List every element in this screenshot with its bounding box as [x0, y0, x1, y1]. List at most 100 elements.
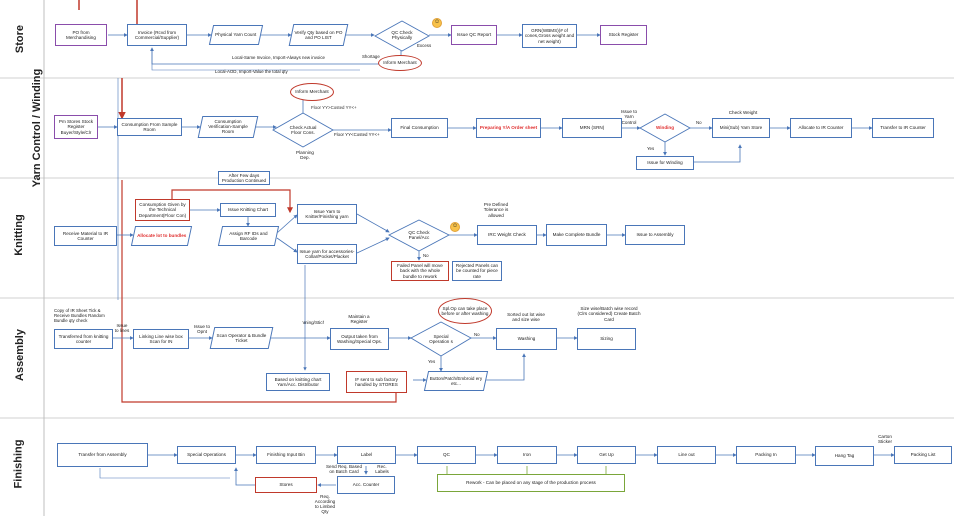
node-hang-tag: Hang Tag [815, 446, 874, 466]
node-verify-qty: Verify Qty based on PO and PO LIST [288, 24, 349, 46]
node-receive-material: Receive Material to IR Counter [54, 226, 117, 246]
node-allocate-lot: Allocate lot to bundles [130, 226, 193, 246]
diamond-qc-check [374, 20, 430, 52]
node-consumption-verification-label: Consumption Verification-Sample Room [208, 119, 248, 135]
node-iron: Iron [497, 446, 557, 464]
node-packing-list: Packing List [894, 446, 952, 464]
node-washing: Washing [496, 328, 557, 350]
node-planning: Planning Dep. [296, 149, 314, 160]
node-allocate-lot-label: Allocate lot to bundles [136, 233, 187, 239]
node-carton-sticker: Carton Sticker [877, 433, 893, 444]
node-scan-operator: Scan Operator & Bundle Ticket [209, 327, 274, 349]
node-send-req: Send Req. Based on Batch Card [325, 463, 362, 474]
node-po: PO from Merchandising [55, 24, 107, 46]
node-physical-count: Physical Yarn Count [208, 25, 264, 45]
node-issue-winding: Issue for Winding [636, 156, 694, 170]
node-failed-panel: Failed Panel will move back with the who… [391, 261, 449, 281]
node-rejected-panels: Rejected Panels can be counted for piece… [452, 261, 502, 281]
smiley-icon-knitting: ☺ [450, 222, 460, 232]
node-packing-in: Packing In [736, 446, 796, 464]
node-inform-merchant-yarn: Inform Merchant [290, 83, 334, 101]
node-based-on-chart: Based on knitting chart Yarn/Acc. Distri… [266, 373, 330, 391]
node-line-out: Line out [657, 446, 716, 464]
label-no-qc-panel: No [423, 253, 429, 258]
node-stores: Stores [255, 477, 317, 493]
label-no-winding: No [696, 120, 702, 125]
node-stock-register: Stock Register [600, 25, 647, 45]
node-inform-merchant-store: Inform Merchant [378, 55, 422, 71]
lane-label-yarn: Yarn Control / Winding [31, 68, 44, 188]
node-scan-operator-label: Scan Operator & Bundle Ticket [216, 332, 267, 343]
label-floor-yy-gt: Floor YY>Costed YY<+ [311, 105, 357, 110]
node-rework: Rework - Can be placed on any stage of t… [437, 474, 625, 492]
node-consumption-given: Consumption Given by the Technical Depar… [135, 199, 190, 221]
node-qc-check-panel: QC Check Panel/Acc [408, 229, 430, 240]
node-qc-report: Issue QC Report [451, 25, 497, 45]
node-irc-weight-check: IRC Weight Check [477, 225, 537, 245]
node-final-consumption: Final Consumption [391, 118, 448, 138]
label-shortage: Shortage [362, 54, 380, 59]
node-pm-stores: Pm Stores Stock Register Buyer/Style/Clr [54, 115, 98, 139]
node-issue-assembly: Issue to Assembly [625, 225, 685, 245]
node-issue-to-lines: Issue to lines [114, 322, 130, 333]
label-yes-winding: Yes [647, 146, 655, 151]
label-local-same-invoice: Local-Same Invoice, Import-Always new in… [232, 55, 325, 60]
label-excess: Excess [417, 43, 432, 48]
lane-label-store: Store [14, 24, 27, 54]
node-transfer-assembly: Transfer from Assembly [57, 443, 148, 467]
node-issue-yarn-control: Issue to Yarn Control [620, 109, 638, 125]
node-size-wise: Size wise/Batch wise record (Clrs consid… [577, 306, 641, 322]
node-spl-op-note: Spl.Op can take place before or after wa… [438, 298, 492, 324]
node-qc: QC [417, 446, 476, 464]
node-allocate-ir: Allocate to IR Counter [790, 118, 852, 138]
node-issue-to-opnt: Issue to Opnt [193, 323, 211, 334]
node-qc-check: QC Check Physically [391, 29, 413, 40]
node-req-according: Req. According to Limbed Qty [314, 494, 336, 514]
label-floor-yy-lt: Floor YY<Costed YY<+ [334, 132, 380, 137]
node-sizing: Sizing [577, 328, 636, 350]
node-special-operation: Special Operation s [429, 333, 453, 344]
node-button-patch: Button/Patch/Embroid ery etc... [423, 371, 489, 391]
node-if-sent: IF sent to sub factory handled by STORES [346, 371, 407, 393]
node-physical-count-label: Physical Yarn Count [215, 32, 257, 38]
node-finishing-input-bin: Finishing Input Bin [256, 446, 316, 464]
node-make-complete-bundle: Make Complete Bundle [546, 224, 607, 246]
lane-label-knitting: Knitting [12, 214, 25, 256]
node-sorted-out: Sorted out lot wise and size wise [507, 311, 545, 322]
node-verify-qty-label: Verify Qty based on PO and PO LIST [294, 29, 343, 40]
node-issue-knitting-chart: Issue Knitting Chart [220, 203, 276, 217]
node-after-few-days: After Few days Production Continued [218, 171, 270, 185]
node-grn: GRN(WBMS)(# of cones,Gross weight and ne… [522, 24, 577, 48]
label-local-aod: Local-AOD, Import-Value the total qty [215, 69, 288, 74]
node-consumption-verification: Consumption Verification-Sample Room [197, 116, 259, 138]
node-special-operations: Special Operations [177, 446, 236, 464]
node-issue-yarn-accessories: Issue yarn for accessories-Collar/Pocket… [297, 244, 357, 264]
node-mini-yarn-store: Mini(Sub) Yarn Store [712, 118, 770, 138]
lane-label-finishing: Finishing [12, 439, 25, 489]
node-get-up: Get Up [577, 446, 636, 464]
node-predefined-tolerance: Pre Defined Tolerance is allowed [483, 202, 509, 218]
smiley-icon: ☺ [432, 18, 442, 28]
note-copy-ir-sheet: Copy of IR Sheet Tick & Receive Bundles … [54, 308, 105, 323]
node-issue-yarn-knitter: Issue Yarn to Knitter/Finishing yarn [297, 204, 357, 224]
node-consumption-sample: Consumption From Sample Room [117, 118, 182, 136]
node-linking: Linking Line wise box Scan for IN [133, 329, 189, 349]
node-acc-counter: Acc. Counter [337, 476, 395, 494]
node-winding: Winding [655, 125, 675, 131]
node-maintain-register: Maintain a Register [348, 313, 370, 324]
node-trimming: Trimming/Stiching [302, 320, 324, 326]
node-button-patch-label: Button/Patch/Embroid ery etc... [429, 375, 483, 386]
node-transferred-knitting: Transferred from knitting counter [54, 329, 113, 349]
node-preparing-order: Preparing Y/A Order sheet [476, 118, 541, 138]
label-no-special-op: No [474, 332, 480, 337]
node-rec-labels: Rec. Labels [375, 463, 389, 474]
node-assign-rf: Assign RF IDs and Barcode [217, 226, 280, 246]
node-min: MRN (SRN) [562, 118, 622, 138]
node-label: Label [337, 446, 396, 464]
node-invoice: Invoice (Rcvd from Commercial/Supplier) [127, 24, 187, 46]
node-output-taken: Output taken from Washing/Special Ops. [330, 328, 389, 350]
label-yes-special-op: Yes [428, 359, 436, 364]
lane-label-assembly: Assembly [13, 329, 26, 381]
